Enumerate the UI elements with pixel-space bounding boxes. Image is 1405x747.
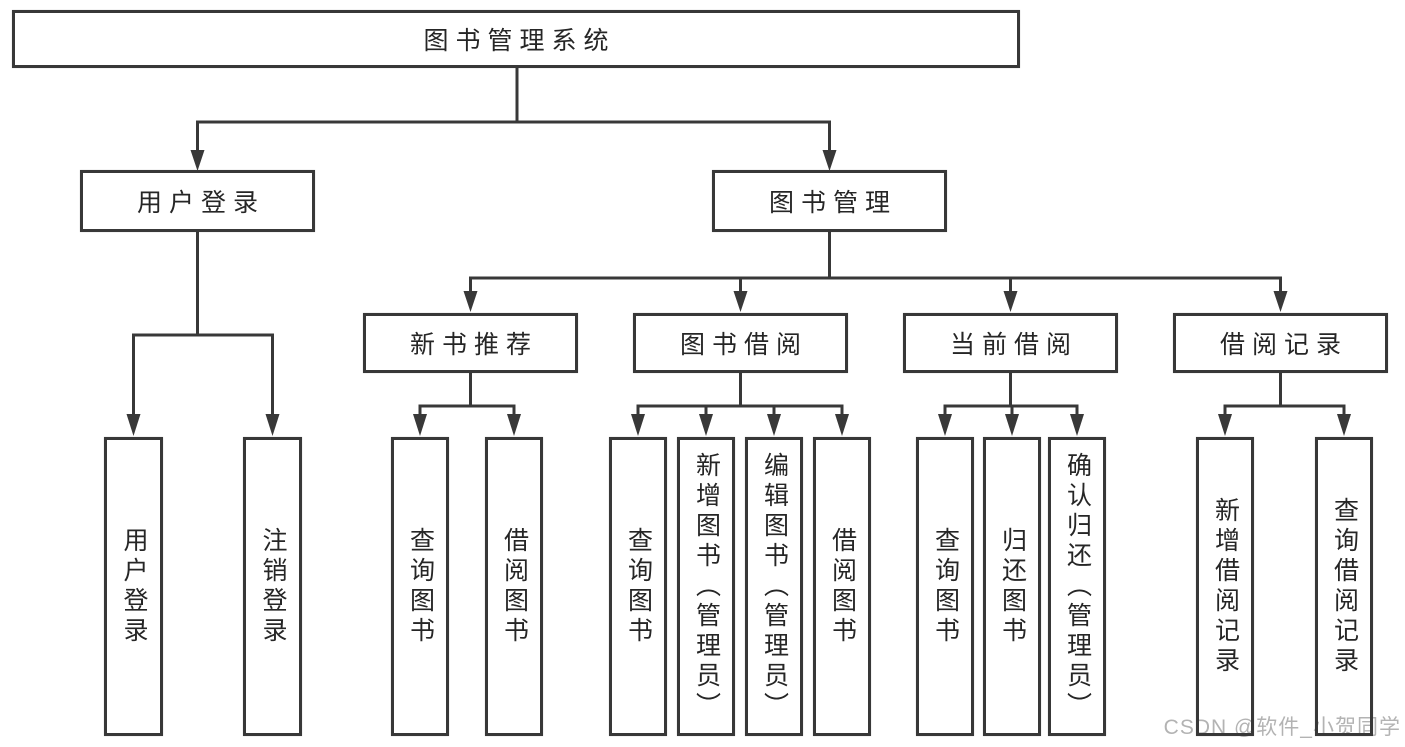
arrow-down-icon — [1005, 414, 1019, 436]
arrow-down-icon — [190, 150, 205, 171]
leaf-borrow-books-recommend: 借阅图书 — [485, 437, 543, 736]
arrow-down-icon — [733, 291, 748, 312]
leaf-query-books-current: 查询图书 — [916, 437, 974, 736]
csdn-watermark: CSDN @软件_小贺同学 — [1163, 716, 1401, 739]
leaf-borrow-books: 借阅图书 — [813, 437, 871, 736]
node-new-book-recommend: 新书推荐 — [363, 313, 578, 373]
leaf-edit-books-admin-label: 编辑图书（管理员） — [760, 451, 789, 722]
leaf-confirm-return-admin-label: 确认归还（管理员） — [1063, 451, 1092, 722]
leaf-query-books-recommend: 查询图书 — [391, 437, 449, 736]
arrow-down-icon — [265, 414, 280, 436]
arrow-down-icon — [1070, 414, 1084, 436]
node-root-label: 图书管理系统 — [423, 27, 616, 55]
leaf-add-books-admin-label: 新增图书（管理员） — [692, 451, 721, 722]
edge-book-borrow-fork — [636, 373, 844, 417]
arrow-down-icon — [938, 414, 952, 436]
arrow-down-icon — [126, 414, 141, 436]
arrow-down-icon — [835, 414, 849, 436]
node-book-borrow: 图书借阅 — [633, 313, 848, 373]
arrow-down-icon — [1218, 414, 1232, 436]
node-borrow-records-label: 借阅记录 — [1219, 331, 1348, 359]
leaf-user-login-label: 用户登录 — [120, 526, 148, 647]
leaf-query-books-borrow-label: 查询图书 — [624, 526, 653, 647]
leaf-borrow-books-label: 借阅图书 — [828, 526, 857, 647]
leaf-return-books-label: 归还图书 — [998, 526, 1027, 647]
node-current-borrow-label: 当前借阅 — [949, 331, 1078, 359]
leaf-logout-label: 注销登录 — [259, 526, 287, 647]
arrow-down-icon — [507, 414, 521, 436]
leaf-logout: 注销登录 — [243, 437, 302, 736]
arrow-down-icon — [1003, 291, 1018, 312]
node-new-book-recommend-label: 新书推荐 — [409, 331, 538, 359]
arrow-down-icon — [699, 414, 713, 436]
node-book-management-label: 图书管理 — [768, 189, 897, 217]
arrow-down-icon — [822, 150, 837, 171]
leaf-confirm-return-admin: 确认归还（管理员） — [1048, 437, 1106, 736]
leaf-query-books-recommend-label: 查询图书 — [406, 526, 435, 647]
edge-user-login-fork — [132, 232, 274, 417]
arrow-down-icon — [1273, 291, 1288, 312]
leaf-add-borrow-record-label: 新增借阅记录 — [1211, 496, 1240, 677]
arrow-down-icon — [1337, 414, 1351, 436]
leaf-query-borrow-record: 查询借阅记录 — [1315, 437, 1373, 736]
node-book-management: 图书管理 — [712, 170, 947, 232]
leaf-edit-books-admin: 编辑图书（管理员） — [745, 437, 803, 736]
node-current-borrow: 当前借阅 — [903, 313, 1118, 373]
leaf-query-books-borrow: 查询图书 — [609, 437, 667, 736]
arrow-down-icon — [631, 414, 645, 436]
leaf-add-borrow-record: 新增借阅记录 — [1196, 437, 1254, 736]
edge-new-books-fork — [418, 373, 516, 417]
leaf-user-login: 用户登录 — [104, 437, 163, 736]
leaf-borrow-books-recommend-label: 借阅图书 — [500, 526, 529, 647]
node-user-login-label: 用户登录 — [136, 189, 265, 217]
arrow-down-icon — [463, 291, 478, 312]
node-book-borrow-label: 图书借阅 — [679, 331, 808, 359]
leaf-query-borrow-record-label: 查询借阅记录 — [1330, 496, 1359, 677]
leaf-add-books-admin: 新增图书（管理员） — [677, 437, 735, 736]
leaf-query-books-current-label: 查询图书 — [931, 526, 960, 647]
arrow-down-icon — [767, 414, 781, 436]
edge-level2-rail — [196, 120, 831, 152]
node-user-login: 用户登录 — [80, 170, 315, 232]
leaf-return-books: 归还图书 — [983, 437, 1041, 736]
arrow-down-icon — [413, 414, 427, 436]
node-root-system: 图书管理系统 — [12, 10, 1020, 68]
edge-level3-rail — [469, 232, 1282, 293]
edge-borrow-records-fork — [1223, 373, 1346, 417]
node-borrow-records: 借阅记录 — [1173, 313, 1388, 373]
edge-current-borrow-fork — [943, 373, 1079, 417]
